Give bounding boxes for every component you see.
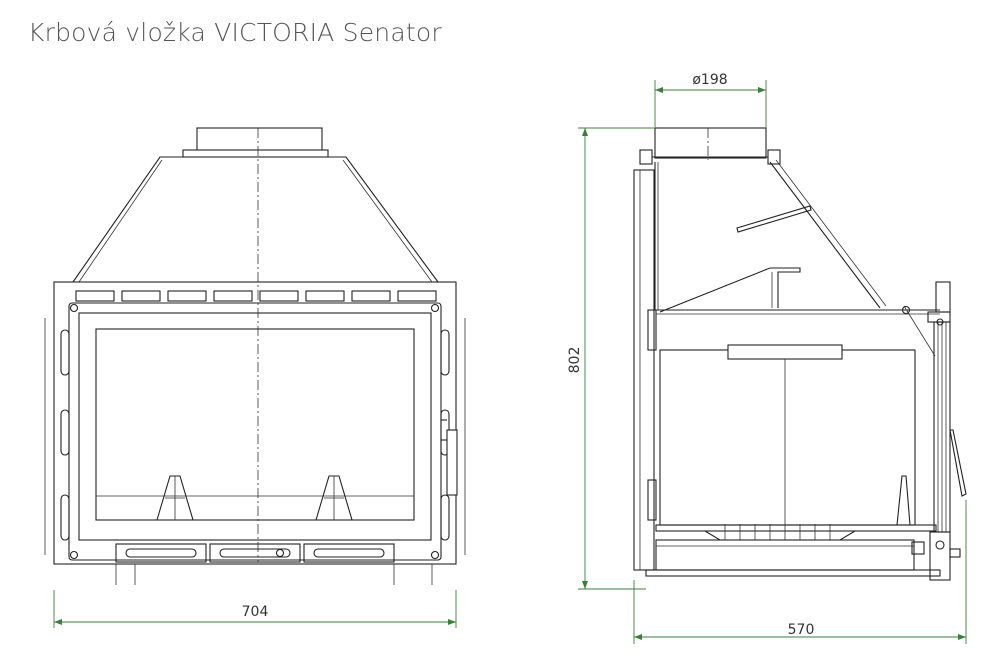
front-andirons <box>156 475 353 521</box>
side-firebox <box>659 344 916 526</box>
side-ash-pan <box>645 539 941 577</box>
dimension-width-label: 704 <box>242 604 269 620</box>
dimension-width: 704 <box>53 590 457 628</box>
front-hood <box>71 156 440 283</box>
front-flue-collar <box>182 127 329 158</box>
dimension-flue-diameter-label: ø198 <box>692 72 727 88</box>
page-title: Krbová vložka VICTORIA Senator <box>28 18 442 47</box>
front-door-handle <box>441 419 458 496</box>
dimension-height-label: 802 <box>567 347 583 374</box>
side-grate <box>655 524 937 541</box>
dimension-height: 802 <box>567 127 654 590</box>
front-air-slots <box>75 290 437 302</box>
dimension-flue-diameter: ø198 <box>654 72 767 128</box>
side-view <box>633 127 967 581</box>
side-flue <box>639 127 781 165</box>
front-hinges-left <box>60 329 70 541</box>
dimension-depth: 570 <box>633 500 967 644</box>
dimension-depth-label: 570 <box>788 622 815 638</box>
front-view <box>44 127 466 585</box>
front-ash-drawer <box>115 543 395 563</box>
side-door <box>903 281 967 581</box>
front-body <box>44 281 466 585</box>
side-casing <box>633 169 657 571</box>
front-hinges-right <box>440 329 450 541</box>
side-hood <box>654 159 887 313</box>
